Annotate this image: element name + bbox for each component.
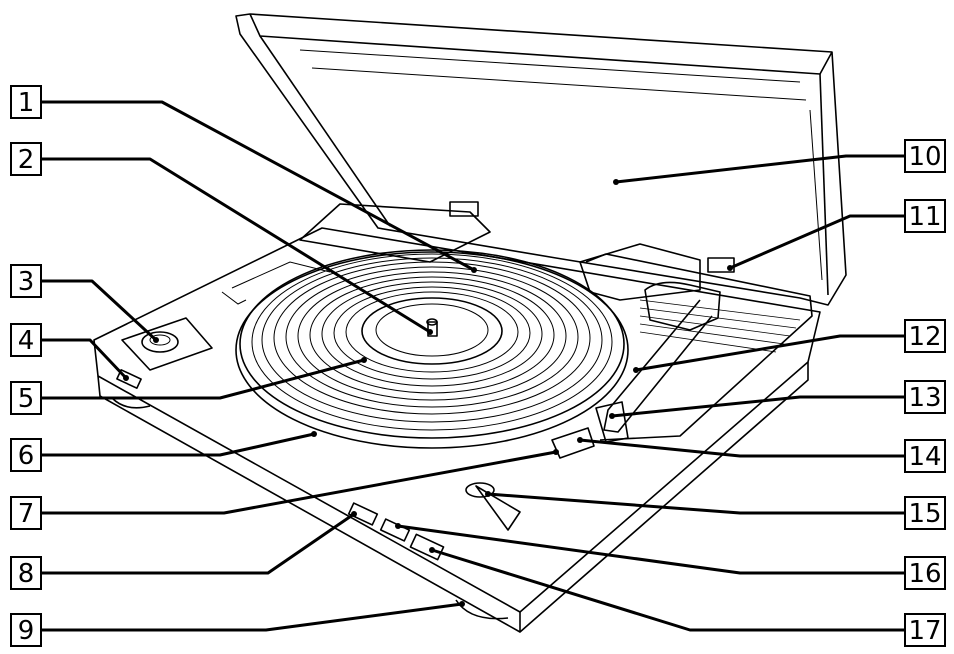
- leader-17: [431, 548, 904, 632]
- leader-15: [487, 492, 904, 515]
- callout-8: 8: [10, 556, 42, 590]
- leader-6-dot: [311, 431, 317, 437]
- callout-1-label: 1: [18, 88, 35, 118]
- leader-13-dot: [609, 413, 615, 419]
- leader-1-dot: [471, 267, 477, 273]
- callouts: 1 2 3 4 5 6 7 8: [10, 85, 946, 647]
- callout-12: 12: [904, 319, 946, 353]
- callout-2: 2: [10, 142, 42, 176]
- leader-4-dot: [123, 375, 129, 381]
- callout-14: 14: [904, 439, 946, 473]
- turntable-illustration: [93, 13, 847, 633]
- callout-16-label: 16: [908, 559, 941, 589]
- callout-3: 3: [10, 264, 42, 298]
- leader-16-dot: [395, 523, 401, 529]
- callout-15-label: 15: [908, 499, 941, 529]
- leader-12: [635, 334, 904, 372]
- leader-2-dot: [427, 329, 433, 335]
- leader-12-dot: [633, 367, 639, 373]
- callout-4: 4: [10, 323, 42, 357]
- leader-1: [42, 100, 475, 272]
- callout-17-label: 17: [908, 616, 941, 646]
- leader-17-dot: [429, 547, 435, 553]
- callout-6: 6: [10, 438, 42, 472]
- callout-15: 15: [904, 496, 946, 530]
- leader-8-dot: [351, 511, 357, 517]
- leader-7-dot: [553, 449, 559, 455]
- leader-3-dot: [153, 337, 159, 343]
- leader-11: [729, 214, 904, 270]
- leader-15-dot: [485, 491, 491, 497]
- leader-lines: [42, 100, 904, 632]
- leader-13: [611, 395, 904, 418]
- leader-9: [42, 602, 463, 632]
- callout-11: 11: [904, 199, 946, 233]
- callout-13: 13: [904, 380, 946, 414]
- leader-14-dot: [577, 437, 583, 443]
- callout-14-label: 14: [908, 442, 941, 472]
- leader-8: [42, 512, 355, 575]
- callout-11-label: 11: [908, 202, 941, 232]
- callout-5: 5: [10, 381, 42, 415]
- leader-10-dot: [613, 179, 619, 185]
- strobe-dial: [121, 317, 213, 371]
- callout-12-label: 12: [908, 322, 941, 352]
- callout-17: 17: [904, 613, 946, 647]
- leader-3: [42, 279, 158, 342]
- leader-2: [42, 157, 431, 334]
- dust-cover: [235, 13, 847, 306]
- leader-9-dot: [459, 601, 465, 607]
- callout-10: 10: [904, 139, 946, 173]
- leader-6: [42, 432, 315, 457]
- leader-4: [42, 338, 128, 380]
- leader-11-dot: [727, 265, 733, 271]
- callout-9: 9: [10, 613, 42, 647]
- callout-4-label: 4: [18, 326, 35, 356]
- leader-5: [42, 358, 365, 400]
- callout-1: 1: [10, 85, 42, 119]
- leader-16: [397, 524, 904, 575]
- callout-8-label: 8: [18, 559, 35, 589]
- platter: [235, 249, 629, 449]
- leader-7: [42, 450, 557, 515]
- leader-5-dot: [361, 357, 367, 363]
- rear-cover-piece: [299, 203, 491, 263]
- callout-16: 16: [904, 556, 946, 590]
- callout-13-label: 13: [908, 383, 941, 413]
- callout-10-label: 10: [908, 142, 941, 172]
- callout-9-label: 9: [18, 616, 35, 646]
- callout-7-label: 7: [18, 499, 35, 529]
- left-switch: [116, 369, 142, 389]
- callout-3-label: 3: [18, 267, 35, 297]
- callout-6-label: 6: [18, 441, 35, 471]
- leader-10: [615, 154, 904, 184]
- tonearm: [551, 243, 721, 459]
- leader-14: [579, 438, 904, 458]
- callout-5-label: 5: [18, 384, 35, 414]
- callout-7: 7: [10, 496, 42, 530]
- callout-2-label: 2: [18, 145, 35, 175]
